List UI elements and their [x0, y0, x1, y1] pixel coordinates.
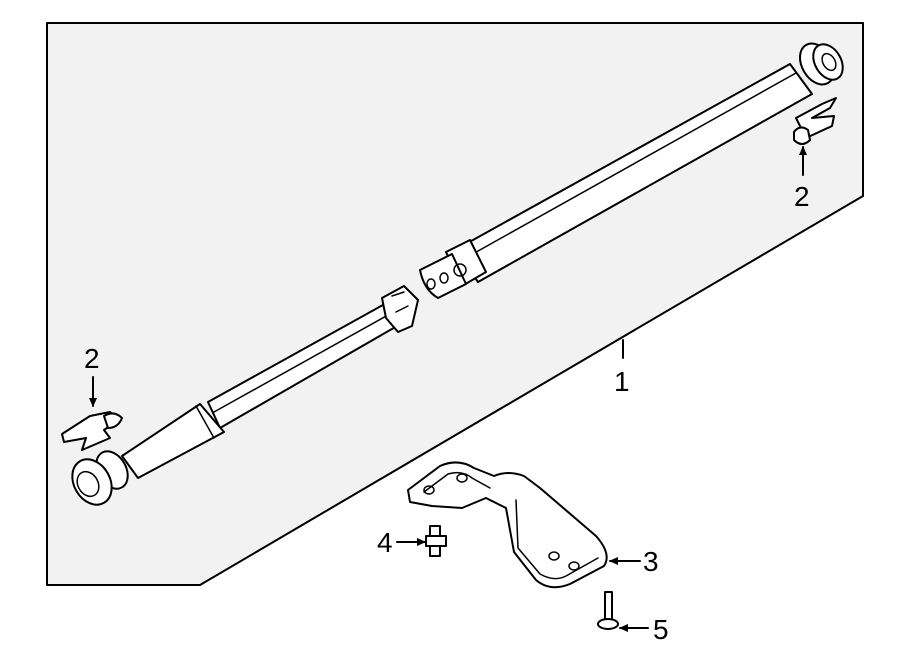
callout-3: 3 — [643, 546, 659, 577]
callout-2-right: 2 — [794, 181, 810, 212]
callout-4: 4 — [377, 527, 393, 558]
bolt-part — [597, 591, 619, 630]
clip-left-part — [61, 411, 123, 451]
stud-part — [425, 525, 447, 557]
callout-5: 5 — [653, 614, 669, 645]
callout-1: 1 — [614, 366, 630, 397]
rear-shaft-section — [419, 42, 844, 299]
bracket-part — [407, 461, 608, 589]
front-shaft-section — [71, 285, 419, 506]
clip-right-part — [793, 97, 837, 145]
callout-2-left: 2 — [84, 343, 100, 374]
